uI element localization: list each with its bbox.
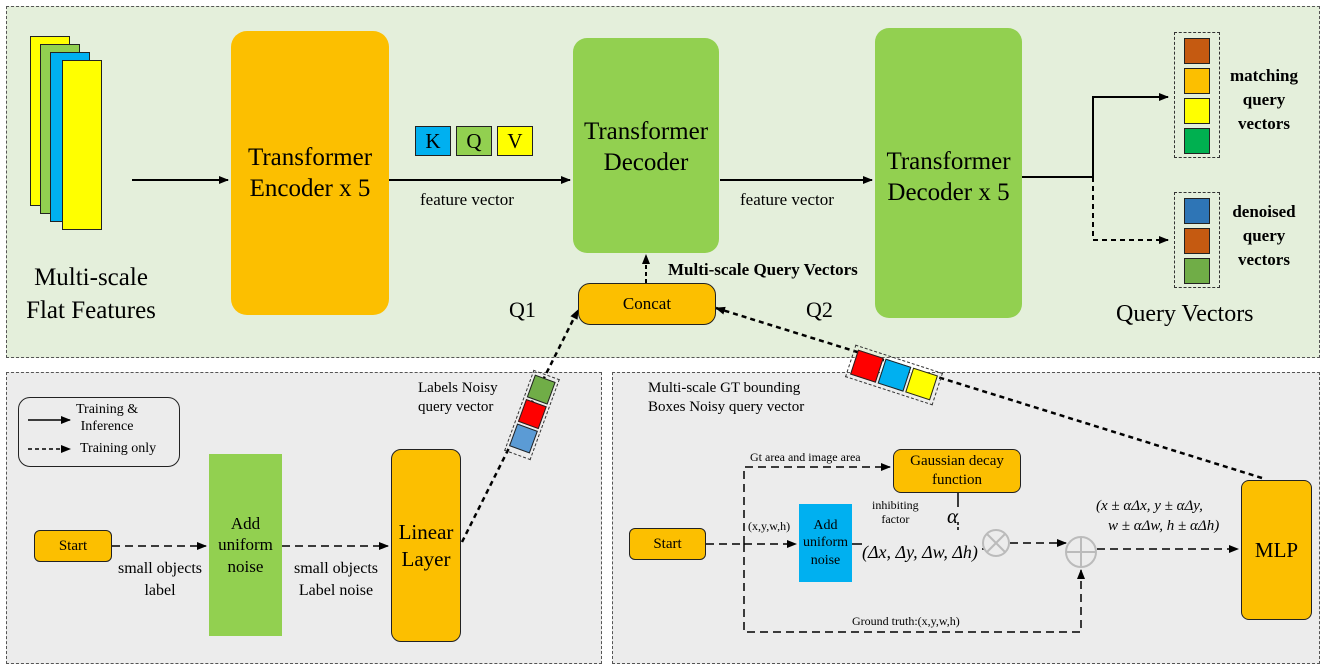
concat-box: Concat — [578, 283, 716, 325]
q1-label: Q1 — [509, 297, 536, 322]
matching-vector-2 — [1184, 68, 1210, 94]
feature-vector-label-2: feature vector — [740, 190, 834, 209]
denoised-vector-3 — [1184, 258, 1210, 284]
bottom-left-panel — [6, 372, 602, 664]
labels-noisy-label: Labels Noisy query vector — [418, 380, 498, 415]
label-noise-label: small objects Label noise — [294, 560, 378, 599]
key-box: K — [415, 126, 451, 156]
formula-line-1: (x ± αΔx, y ± αΔy, — [1096, 498, 1203, 514]
formula-line-2: w ± αΔw, h ± αΔh) — [1108, 518, 1220, 534]
decoder-label: Transformer Decoder — [583, 118, 709, 177]
left-add-noise-box: Add uniform noise — [209, 454, 282, 636]
left-start-box: Start — [34, 530, 112, 562]
legend-box — [18, 397, 180, 467]
small-objects-label: small objects label — [118, 560, 202, 599]
feature-layer-4 — [62, 60, 102, 230]
arrow-ground-truth — [743, 544, 1085, 633]
matching-vector-3 — [1184, 98, 1210, 124]
matching-vector-4 — [1184, 128, 1210, 154]
query-box: Q — [456, 126, 492, 156]
q2-label: Q2 — [806, 297, 833, 322]
denoised-vector-2 — [1184, 228, 1210, 254]
transformer-decoder-x5: Transformer Decoder x 5 — [875, 28, 1022, 318]
matching-vector-group — [1174, 32, 1220, 158]
gt-area-label: Gt area and image area — [750, 450, 861, 464]
gt-title-label: Multi-scale GT bounding Boxes Noisy quer… — [648, 380, 805, 415]
transformer-encoder: Transformer Encoder x 5 — [231, 31, 389, 315]
flat-features-stack — [30, 36, 130, 246]
delta-label: (Δx, Δy, Δw, Δh) — [862, 542, 978, 562]
value-box: V — [497, 126, 533, 156]
bottom-right-panel — [612, 372, 1320, 664]
input-label: Multi-scale Flat Features — [26, 264, 156, 324]
denoised-label: denoised query vectors — [1232, 202, 1296, 269]
transformer-decoder: Transformer Decoder — [573, 38, 719, 253]
decoder-x5-label: Transformer Decoder x 5 — [886, 148, 1011, 207]
right-start-box: Start — [629, 528, 706, 560]
arrow-to-gaussian — [743, 463, 891, 544]
legend-solid-label: Training & Inference — [76, 402, 139, 434]
matching-label: matching query vectors — [1230, 66, 1298, 133]
multiply-operator — [982, 529, 1010, 557]
alpha-label: α — [947, 504, 959, 528]
plus-operator — [1065, 536, 1097, 568]
arrow-to-matching — [1022, 93, 1169, 178]
inhibiting-label: inhibiting factor — [872, 498, 919, 527]
encoder-label: Transformer Encoder x 5 — [247, 143, 373, 202]
right-add-noise-box: Add uniform noise — [799, 504, 852, 582]
gaussian-box: Gaussian decay function — [893, 449, 1021, 493]
denoised-vector-group — [1174, 192, 1220, 288]
legend-dashed-label: Training only — [80, 441, 157, 456]
linear-layer-box: Linear Layer — [391, 449, 461, 642]
xywh-label: (x,y,w,h) — [748, 519, 791, 533]
query-vectors-label: Query Vectors — [1116, 301, 1254, 327]
ground-truth-label: Ground truth:(x,y,w,h) — [852, 614, 960, 628]
mlp-box: MLP — [1241, 480, 1312, 620]
feature-vector-label-1: feature vector — [420, 190, 514, 209]
multiscale-query-label: Multi-scale Query Vectors — [668, 260, 858, 279]
matching-vector-1 — [1184, 38, 1210, 64]
denoised-vector-1 — [1184, 198, 1210, 224]
arrow-to-denoised — [1092, 177, 1169, 244]
